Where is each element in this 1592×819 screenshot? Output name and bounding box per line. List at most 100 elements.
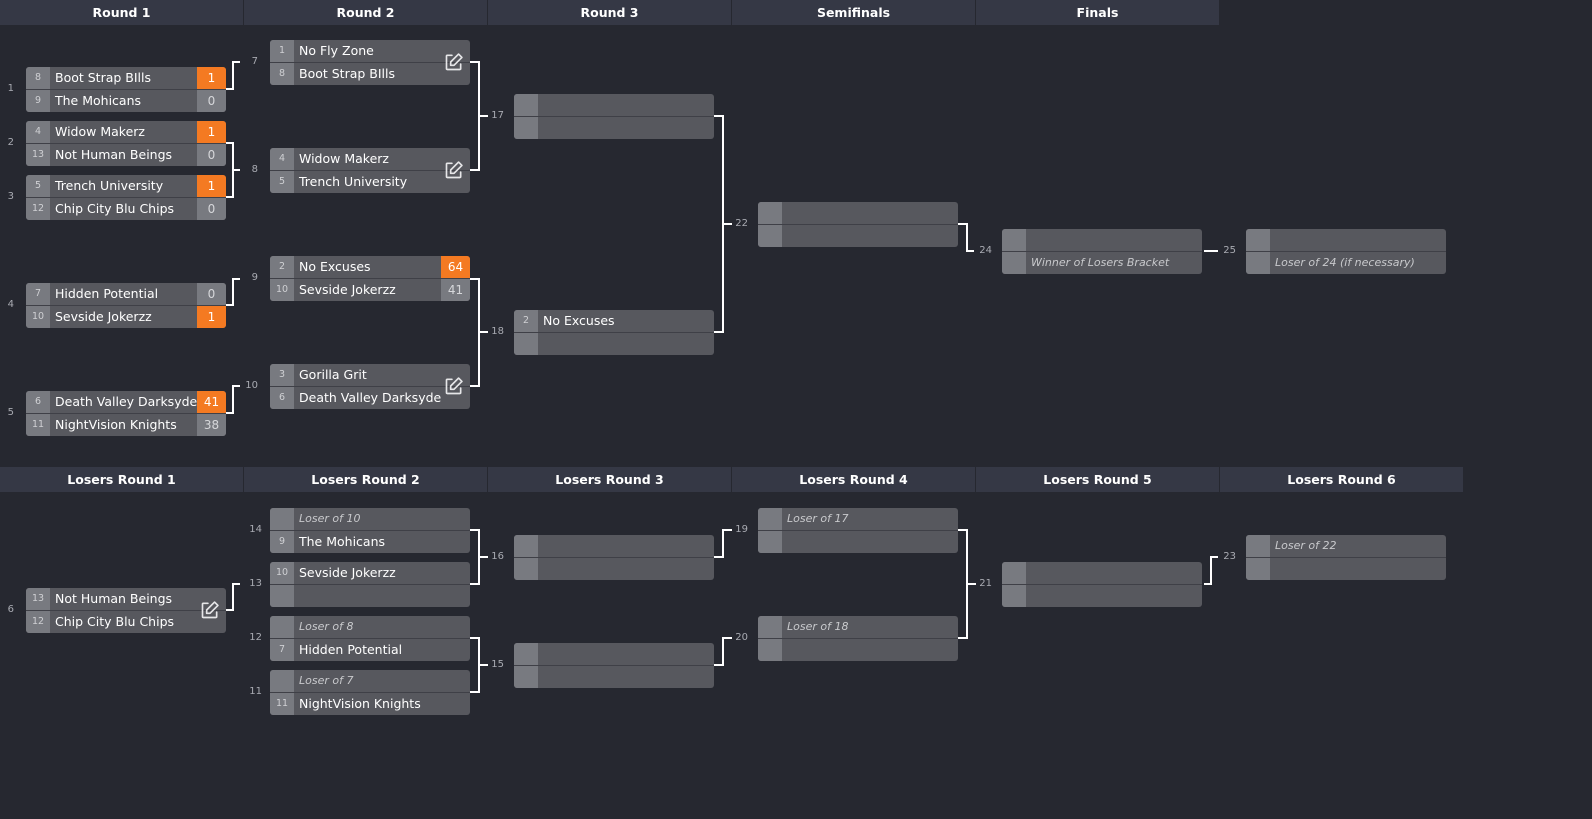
- match-slot-bot[interactable]: Winner of Losers Bracket: [1002, 252, 1202, 274]
- match-15[interactable]: [514, 643, 714, 688]
- match-slot-top[interactable]: Loser of 22: [1246, 535, 1446, 557]
- match-21[interactable]: [1002, 562, 1202, 607]
- match-slot-top[interactable]: [1002, 229, 1202, 251]
- seed-number: [270, 585, 294, 607]
- match-slot-bot[interactable]: [514, 666, 714, 688]
- match-25[interactable]: Loser of 24 (if necessary): [1246, 229, 1446, 274]
- seed-number: 1: [270, 40, 294, 62]
- match-slot-top[interactable]: Loser of 7: [270, 670, 470, 692]
- match-slot-bot[interactable]: [514, 117, 714, 139]
- match-24[interactable]: Winner of Losers Bracket: [1002, 229, 1202, 274]
- match-slot-top[interactable]: [514, 643, 714, 665]
- seed-number: 10: [270, 279, 294, 301]
- seed-number: [514, 666, 538, 688]
- match-slot-top[interactable]: [758, 202, 958, 224]
- slot-divider: [270, 530, 470, 531]
- seed-number: [758, 616, 782, 638]
- slot-divider: [758, 224, 958, 225]
- slot-divider: [758, 638, 958, 639]
- team-name: Boot Strap BIlls: [55, 70, 152, 85]
- match-slot-bot[interactable]: [514, 558, 714, 580]
- match-slot-top[interactable]: Loser of 18: [758, 616, 958, 638]
- match-22[interactable]: [758, 202, 958, 247]
- seed-number: 12: [26, 198, 50, 220]
- match-slot-bot[interactable]: [1002, 585, 1202, 607]
- match-slot-bot[interactable]: [758, 531, 958, 553]
- team-score: 1: [197, 67, 226, 89]
- match-slot-bot[interactable]: [1246, 558, 1446, 580]
- seed-number: 8: [270, 63, 294, 85]
- match-number-16: 16: [491, 551, 504, 562]
- match-slot-top[interactable]: [514, 94, 714, 116]
- edit-pencil-icon[interactable]: [444, 160, 464, 180]
- edit-pencil-icon[interactable]: [444, 52, 464, 72]
- match-20[interactable]: Loser of 18: [758, 616, 958, 661]
- team-name: Hidden Potential: [55, 286, 159, 301]
- match-19[interactable]: Loser of 17: [758, 508, 958, 553]
- match-23[interactable]: Loser of 22: [1246, 535, 1446, 580]
- team-name: Trench University: [55, 178, 164, 193]
- match-slot-top[interactable]: [1246, 229, 1446, 251]
- match-slot-bot[interactable]: [270, 585, 470, 607]
- team-score: 1: [197, 306, 226, 328]
- match-slot-top[interactable]: Loser of 10: [270, 508, 470, 530]
- edit-pencil-icon[interactable]: [444, 376, 464, 396]
- match-number-9: 9: [251, 272, 258, 283]
- match-slot-top[interactable]: Loser of 17: [758, 508, 958, 530]
- match-slot-top[interactable]: [1002, 562, 1202, 584]
- match-slot-top[interactable]: Loser of 8: [270, 616, 470, 638]
- match-slot-bot[interactable]: Loser of 24 (if necessary): [1246, 252, 1446, 274]
- match-slot-bot[interactable]: [514, 333, 714, 355]
- edit-pencil-icon[interactable]: [200, 600, 220, 620]
- match-16[interactable]: [514, 535, 714, 580]
- header-losers-round-2: Losers Round 2: [244, 467, 488, 492]
- match-slot-bot[interactable]: [758, 639, 958, 661]
- match-17[interactable]: [514, 94, 714, 139]
- match-slot-top[interactable]: [514, 535, 714, 557]
- team-score: 1: [197, 121, 226, 143]
- team-name: Loser of 10: [299, 512, 361, 525]
- match-slot-bot[interactable]: [758, 225, 958, 247]
- team-score: 1: [197, 175, 226, 197]
